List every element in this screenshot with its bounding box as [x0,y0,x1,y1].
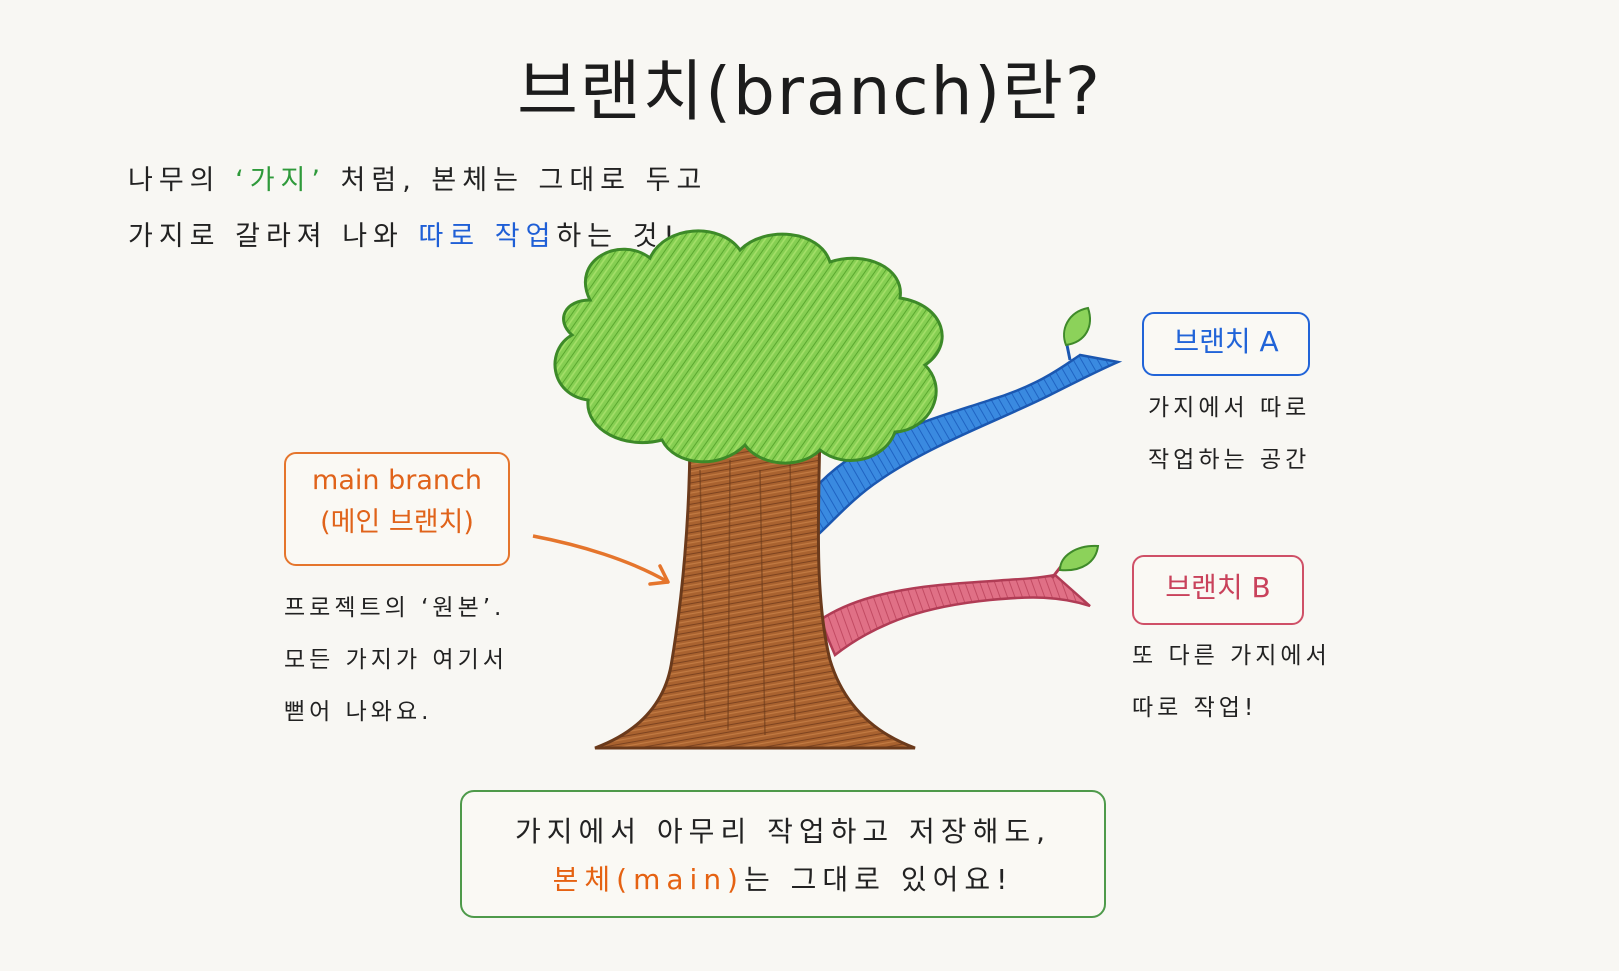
foliage [553,229,944,465]
arrow-icon [532,534,669,584]
branch-b-label-box: 브랜치 B [1132,555,1304,625]
intro-line-2: 가지로 갈라져 나와 따로 작업하는 것! [128,214,680,253]
note-line: 뻗어 나와요. [284,699,433,725]
intro-highlight-branch: ‘가지’ [235,165,326,196]
intro-text: 가지로 갈라져 나와 [128,221,419,252]
note-line: 작업하는 공간 [1148,447,1311,473]
intro-text: 처럼, 본체는 그대로 두고 [325,165,708,196]
intro-text: 하는 것! [556,221,681,252]
intro-highlight-work: 따로 작업 [418,221,557,252]
summary-highlight-main: 본체(main) [552,863,744,896]
summary-box: 가지에서 아무리 작업하고 저장해도, 본체(main)는 그대로 있어요! [460,790,1106,918]
intro-line-1: 나무의 ‘가지’ 처럼, 본체는 그대로 두고 [128,158,707,197]
branch-b-label: 브랜치 B [1165,571,1271,604]
note-line: 가지에서 따로 [1148,395,1311,421]
leaf-icon [1063,306,1091,347]
trunk [594,428,916,750]
leaf-icon [1058,544,1100,572]
page-title: 브랜치(branch)란? [517,53,1102,130]
main-branch-label: main branch [312,465,482,496]
note-line: 따로 작업! [1132,695,1258,721]
summary-text: 는 그대로 있어요! [743,863,1014,896]
note-line: 또 다른 가지에서 [1132,643,1331,669]
summary-line-2: 본체(main)는 그대로 있어요! [462,858,1104,898]
branch-a-label: 브랜치 A [1173,325,1279,358]
summary-line-1: 가지에서 아무리 작업하고 저장해도, [514,815,1051,848]
branch-b-note: 또 다른 가지에서 따로 작업! [1132,630,1331,734]
main-branch-note: 프로젝트의 ‘원본’. 모든 가지가 여기서 뻗어 나와요. [284,582,508,738]
note-line: 프로젝트의 ‘원본’. [284,595,506,621]
branch-a-note: 가지에서 따로 작업하는 공간 [1148,382,1310,486]
branch-b-limb [818,573,1091,657]
note-line: 모든 가지가 여기서 [284,647,508,673]
main-branch-label-korean: (메인 브랜치) [320,506,474,538]
branch-a-label-box: 브랜치 A [1142,312,1310,376]
main-branch-label-box: main branch (메인 브랜치) [284,452,510,566]
intro-text: 나무의 [128,165,236,196]
